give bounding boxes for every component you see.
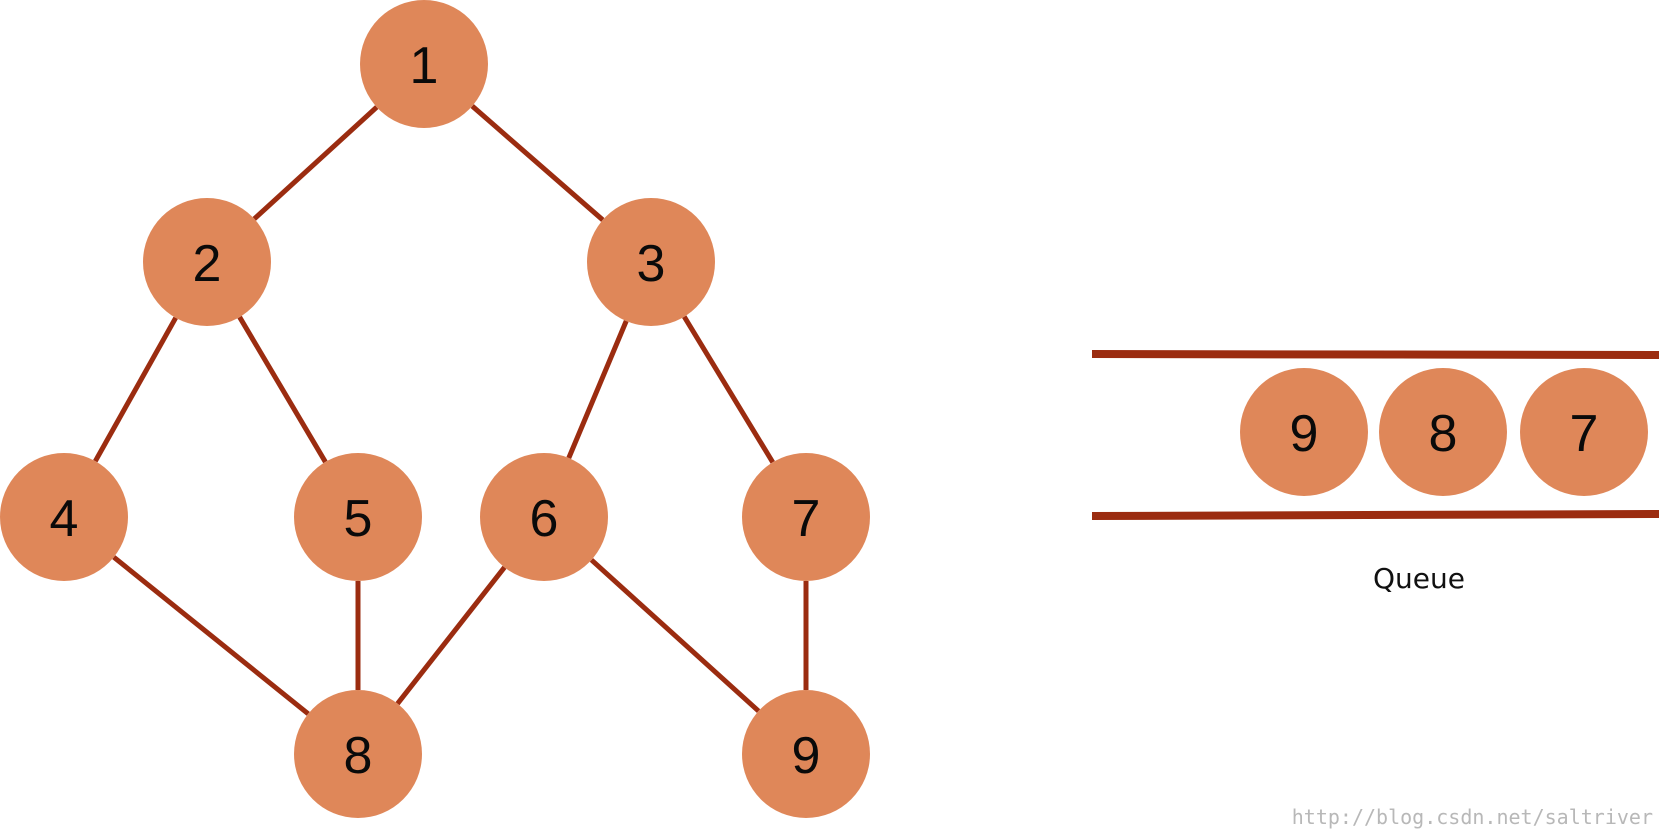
- queue-item-label: 7: [1570, 405, 1599, 463]
- watermark: http://blog.csdn.net/saltriver: [1292, 805, 1653, 829]
- edge-2-4: [93, 316, 178, 463]
- queue-item-7: 7: [1520, 368, 1648, 496]
- graph-node-5: 5: [294, 453, 422, 581]
- graph-node-label: 2: [193, 235, 222, 293]
- edge-1-3: [470, 104, 605, 222]
- queue-item-9: 9: [1240, 368, 1368, 496]
- graph-node-label: 5: [344, 490, 373, 548]
- graph-node-label: 8: [344, 727, 373, 785]
- edge-2-5: [237, 315, 328, 464]
- graph-node-8: 8: [294, 690, 422, 818]
- graph-node-label: 6: [530, 490, 559, 548]
- queue-item-circle: [1240, 368, 1368, 496]
- queue-bottom-rail: [1091, 510, 1660, 520]
- graph-node-1: 1: [360, 0, 488, 128]
- edge-3-6: [566, 320, 629, 459]
- graph-node-circle: [143, 198, 271, 326]
- graph-edges: [93, 104, 809, 716]
- queue-item-circle: [1379, 368, 1507, 496]
- graph-node-circle: [360, 0, 488, 128]
- graph-node-6: 6: [480, 453, 608, 581]
- edge-3-7: [682, 315, 775, 464]
- queue: 9 8 7 Queue: [1091, 350, 1660, 595]
- graph-node-circle: [742, 690, 870, 818]
- graph-node-3: 3: [587, 198, 715, 326]
- edge-6-8: [395, 565, 507, 706]
- graph-node-circle: [480, 453, 608, 581]
- queue-item-label: 9: [1290, 405, 1319, 463]
- graph-node-4: 4: [0, 453, 128, 581]
- graph-node-7: 7: [742, 453, 870, 581]
- graph-node-label: 4: [50, 490, 79, 548]
- graph-node-9: 9: [742, 690, 870, 818]
- graph-node-label: 1: [410, 37, 439, 95]
- graph-node-circle: [294, 453, 422, 581]
- graph-node-label: 9: [792, 727, 821, 785]
- graph-node-label: 7: [792, 490, 821, 548]
- graph-node-circle: [587, 198, 715, 326]
- queue-caption: Queue: [1373, 562, 1465, 595]
- edge-6-9: [589, 558, 761, 713]
- graph-node-circle: [742, 453, 870, 581]
- queue-top-rail: [1091, 350, 1660, 359]
- queue-item-8: 8: [1379, 368, 1507, 496]
- graph-node-circle: [294, 690, 422, 818]
- queue-item-label: 8: [1429, 405, 1458, 463]
- graph-node-circle: [0, 453, 128, 581]
- edge-4-8: [112, 555, 310, 716]
- graph-nodes: 1 2 3 4 5 6 7 8 9: [0, 0, 870, 818]
- queue-items: 9 8 7: [1240, 368, 1648, 496]
- edge-1-2: [252, 105, 379, 221]
- graph-node-2: 2: [143, 198, 271, 326]
- queue-item-circle: [1520, 368, 1648, 496]
- graph-node-label: 3: [637, 235, 666, 293]
